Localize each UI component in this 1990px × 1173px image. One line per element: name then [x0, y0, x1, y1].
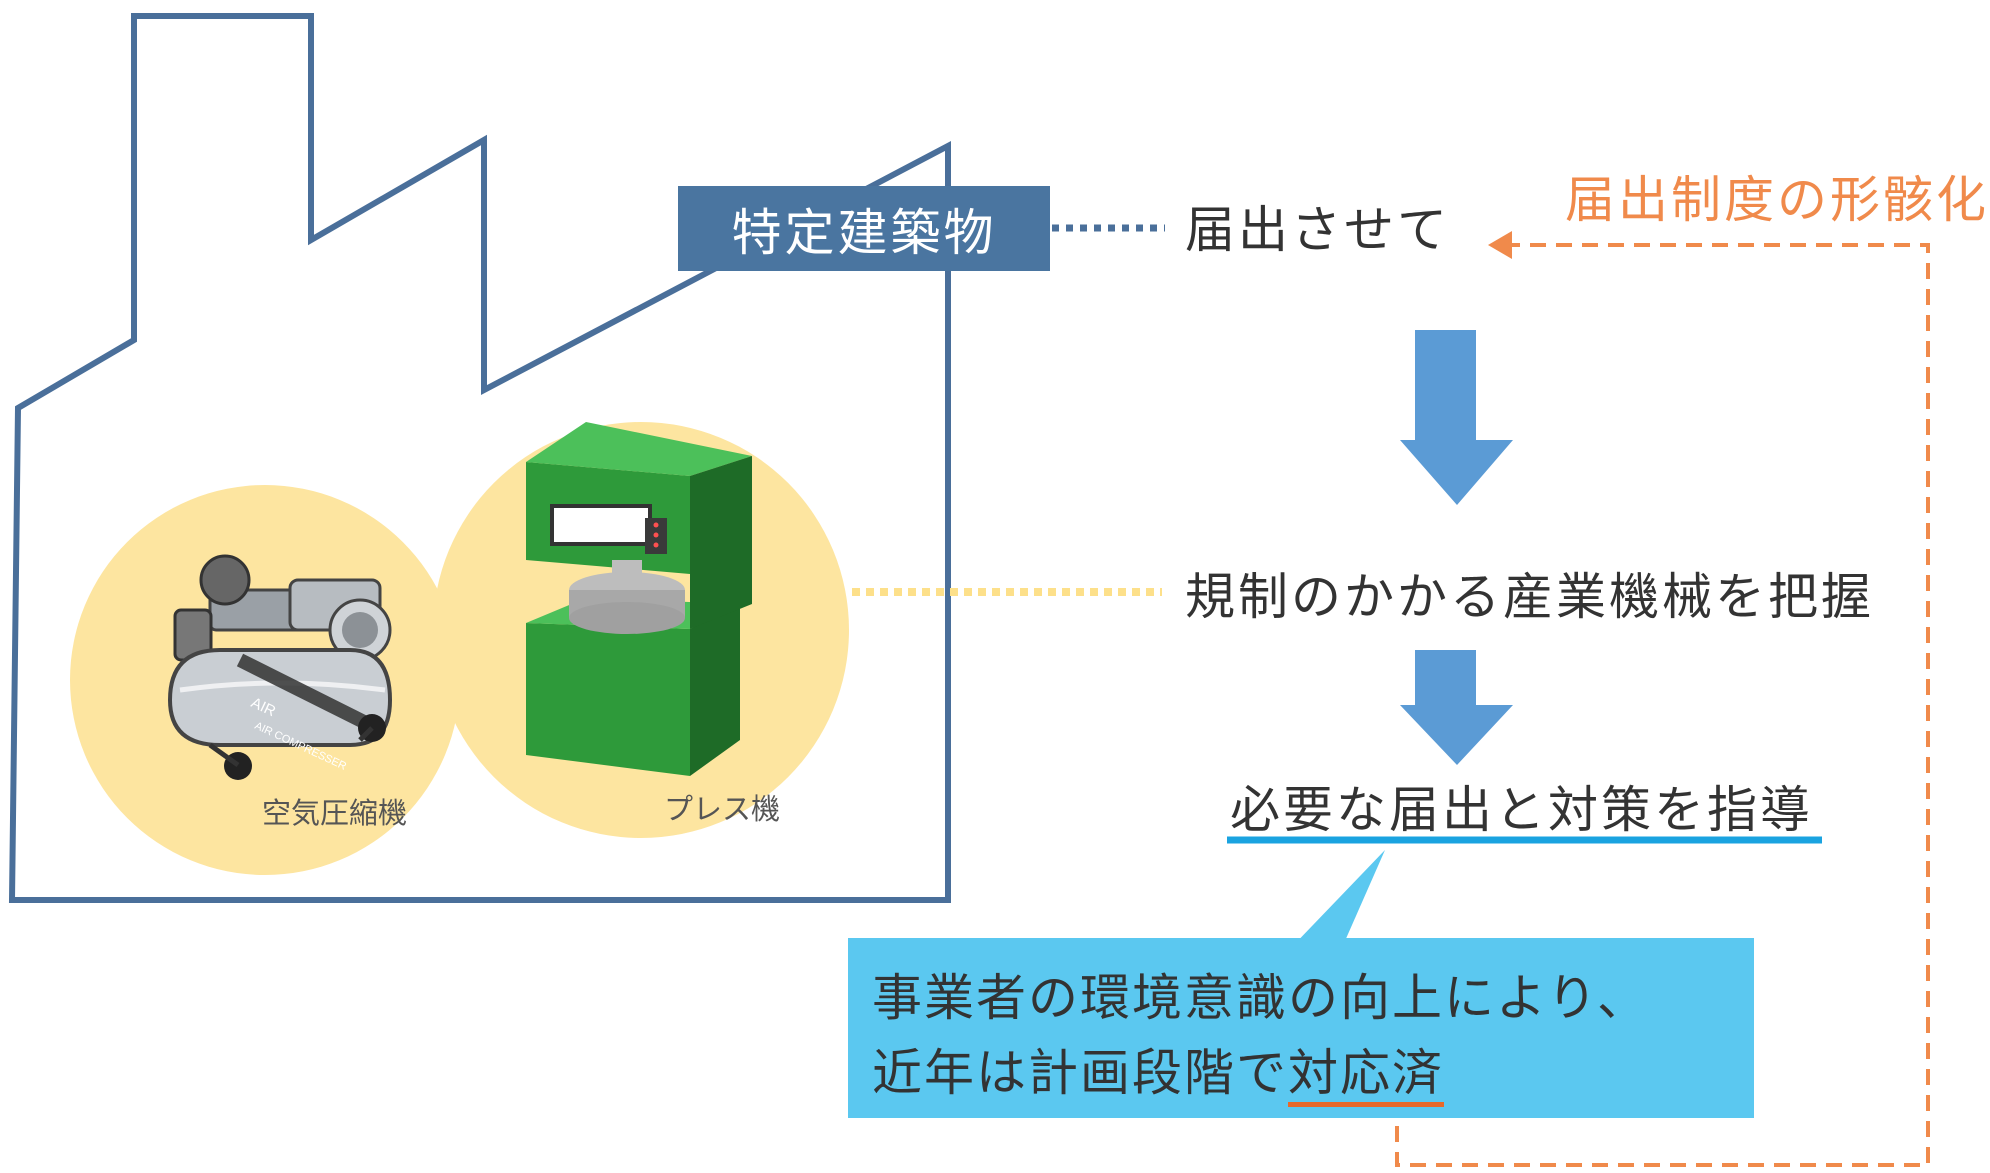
callout-box: 事業者の環境意識の向上により、 近年は計画段階で対応済 [848, 938, 1754, 1118]
down-arrow-icon [1400, 330, 1513, 505]
flow-step-guidance: 必要な届出と対策を指導 [1230, 781, 1813, 839]
air-compressor-image: AIR AIR COMPRESSER [167, 554, 393, 780]
feedback-loop-label: 届出制度の形骸化 [1565, 171, 1989, 229]
callout-line-2: 近年は計画段階で対応済 [872, 1033, 1444, 1107]
down-arrow-icon [1400, 650, 1513, 765]
press-caption: プレス機 [664, 792, 781, 826]
left-arrow-icon [1488, 231, 1512, 259]
factory-building-outline [8, 13, 951, 903]
press-machine-image [526, 422, 752, 776]
callout-emphasis: 対応済 [1288, 1044, 1444, 1107]
specified-building-label: 特定建築物 [678, 186, 1050, 271]
flow-step-identify-machines: 規制のかかる産業機械を把握 [1185, 568, 1874, 626]
callout-line-2-prefix: 近年は計画段階で [872, 1044, 1288, 1102]
callout-line-1: 事業者の環境意識の向上により、 [872, 969, 1649, 1027]
compressor-caption: 空気圧縮機 [262, 796, 408, 830]
flow-step-notify: 届出させて [1185, 201, 1450, 259]
